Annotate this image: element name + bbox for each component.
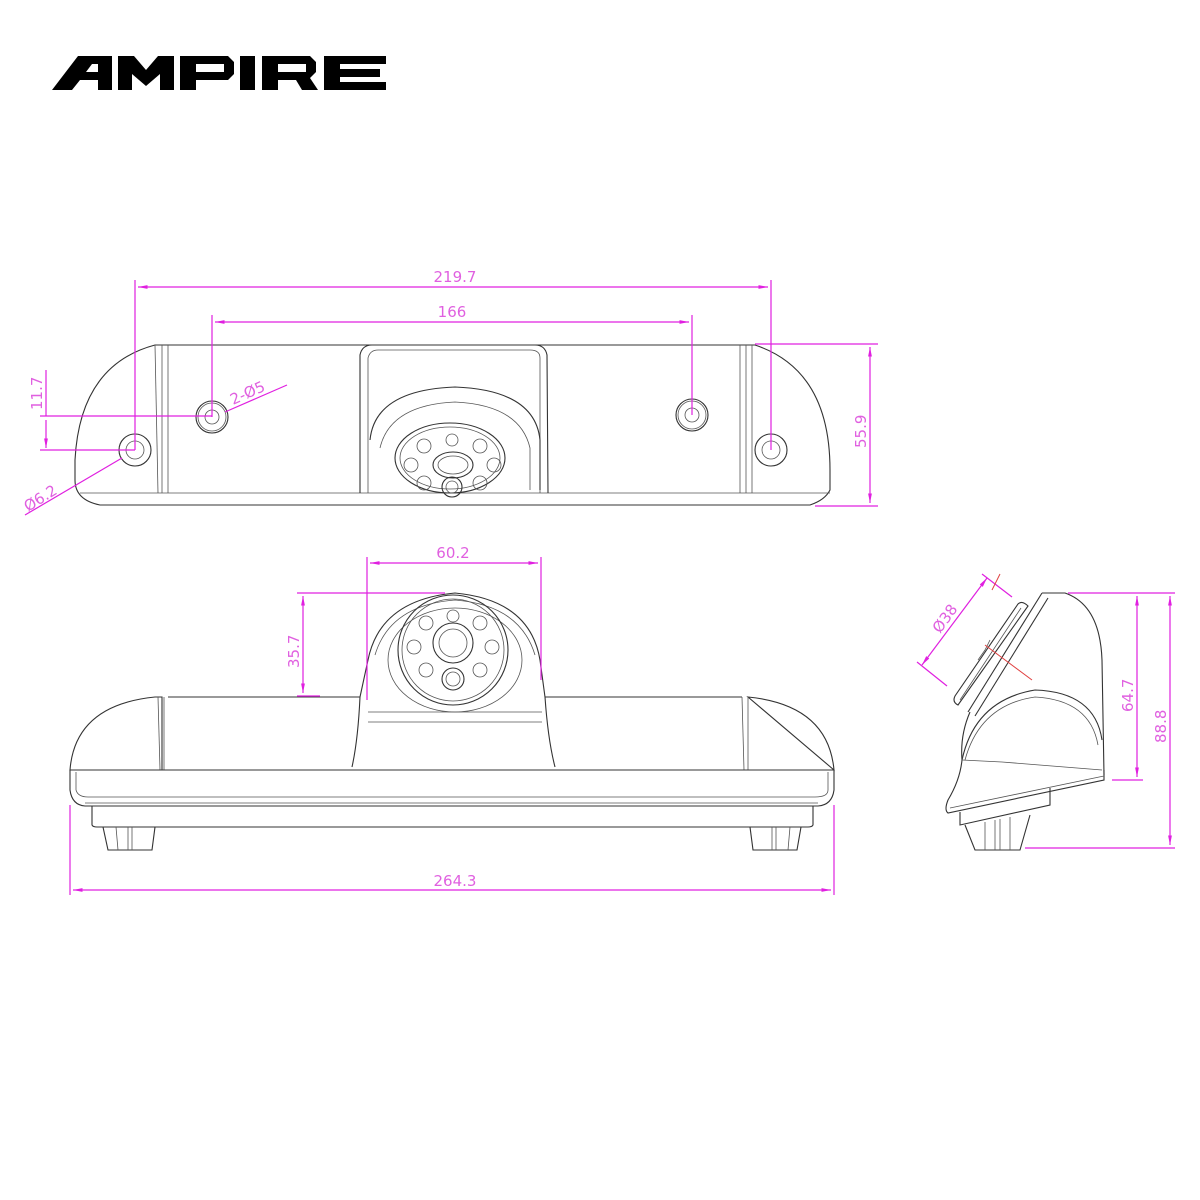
side-view: Ø38 64.7 88.8 [916, 573, 1175, 851]
dim-35-7: 35.7 [285, 635, 303, 668]
dim-o6-2: Ø6.2 [21, 481, 61, 515]
dim-219-7: 219.7 [434, 268, 477, 286]
dim-88-8: 88.8 [1152, 710, 1170, 743]
ampire-logo [52, 56, 386, 90]
dim-2-o5: 2-Ø5 [227, 377, 267, 408]
camera-lens-top [394, 422, 506, 498]
dim-264-3: 264.3 [434, 872, 477, 890]
dim-55-9: 55.9 [852, 415, 870, 448]
front-view: 60.2 35.7 264.3 [69, 544, 835, 895]
camera-lens-front [397, 594, 509, 706]
dim-166: 166 [438, 303, 467, 321]
dim-60-2: 60.2 [436, 544, 469, 562]
dim-11-7: 11.7 [28, 377, 46, 410]
top-view: 219.7 166 2-Ø5 Ø6.2 11.7 55.9 [21, 268, 878, 516]
dim-64-7: 64.7 [1119, 679, 1137, 712]
